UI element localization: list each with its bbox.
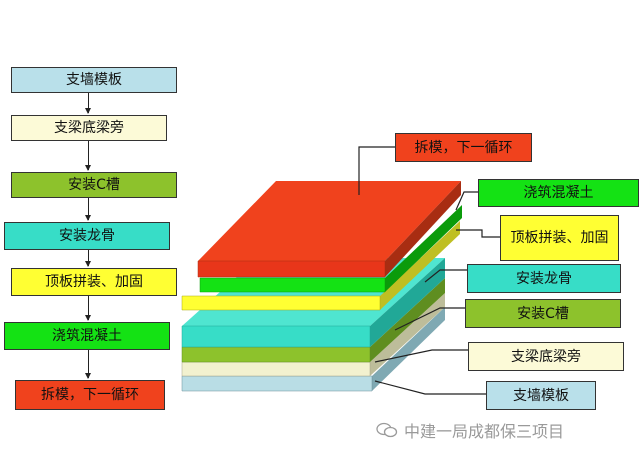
layer-demold-top bbox=[198, 181, 461, 261]
callout-wall-formwork: 支墙模板 bbox=[486, 381, 596, 410]
layer-demold-side bbox=[385, 181, 461, 277]
layer-beam-bottom-side bbox=[370, 293, 445, 376]
layer-slab-side bbox=[380, 221, 460, 310]
flow-arrow bbox=[85, 198, 91, 221]
layer-slab-front bbox=[181, 295, 381, 311]
leader-keel bbox=[424, 269, 467, 283]
leader-wall bbox=[374, 380, 486, 395]
flow-step-install-keel: 安装龙骨 bbox=[4, 222, 170, 250]
callout-pour-concrete: 浇筑混凝土 bbox=[478, 179, 639, 207]
flow-step-pour-concrete: 浇筑混凝土 bbox=[4, 322, 170, 350]
callout-install-c-slot: 安装C槽 bbox=[465, 299, 621, 328]
flow-step-demold: 拆模，下一循环 bbox=[15, 380, 165, 410]
layer-concrete-side bbox=[385, 205, 462, 292]
layer-c-slot-front bbox=[181, 346, 371, 363]
flow-step-wall-formwork: 支墙模板 bbox=[11, 67, 177, 93]
watermark-text: 中建一局成都保三项目 bbox=[404, 422, 565, 441]
layer-keel-front bbox=[181, 325, 371, 348]
flow-arrow bbox=[85, 296, 91, 321]
leader-concrete bbox=[455, 191, 478, 211]
leader-slab bbox=[456, 229, 500, 238]
layer-concrete-front bbox=[199, 277, 386, 293]
callout-install-keel: 安装龙骨 bbox=[467, 264, 621, 293]
flow-arrow bbox=[85, 350, 91, 379]
leader-beam bbox=[374, 349, 468, 363]
flow-arrow bbox=[85, 93, 91, 114]
callout-slab-assembly: 顶板拼装、加固 bbox=[500, 215, 619, 261]
layer-wall-formwork-side bbox=[372, 307, 445, 391]
leader-demold bbox=[358, 146, 395, 195]
leader-cslot bbox=[394, 307, 465, 331]
flow-step-slab-assembly: 顶板拼装、加固 bbox=[11, 268, 177, 296]
layer-demold-front bbox=[197, 260, 386, 278]
wechat-icon bbox=[376, 422, 398, 438]
flow-step-install-c-slot: 安装C槽 bbox=[11, 172, 177, 198]
layer-wall-formwork-front bbox=[181, 375, 373, 392]
layer-c-slot-side bbox=[370, 278, 445, 362]
callout-demold: 拆模，下一循环 bbox=[395, 133, 532, 162]
flow-arrow bbox=[85, 250, 91, 267]
watermark: 中建一局成都保三项目 bbox=[376, 418, 564, 442]
flow-step-beam-bottom: 支梁底梁旁 bbox=[11, 115, 167, 141]
layer-beam-bottom-front bbox=[181, 361, 371, 377]
callout-beam-bottom: 支梁底梁旁 bbox=[468, 342, 624, 371]
flow-arrow bbox=[85, 141, 91, 171]
